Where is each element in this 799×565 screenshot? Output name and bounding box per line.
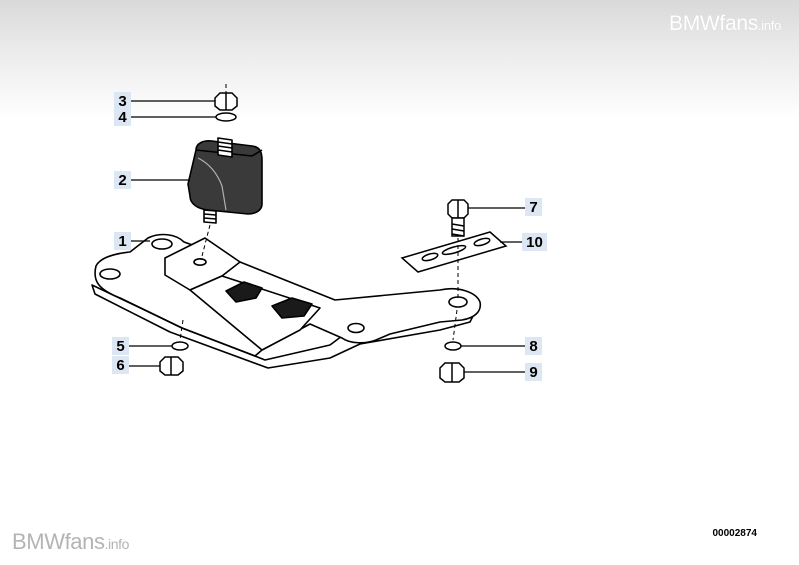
callout-2: 2 bbox=[114, 171, 190, 189]
svg-text:4: 4 bbox=[118, 109, 127, 126]
alignment-line-left bbox=[179, 319, 184, 341]
alignment-line-mount bbox=[200, 224, 211, 261]
callout-10: 10 bbox=[500, 233, 547, 251]
watermark-top-brand: BMWfans bbox=[669, 12, 758, 35]
callout-1: 1 bbox=[114, 232, 150, 250]
header-gradient bbox=[0, 0, 799, 120]
svg-text:10: 10 bbox=[526, 234, 543, 251]
svg-text:5: 5 bbox=[116, 338, 124, 355]
rubber-mount bbox=[187, 137, 263, 224]
right-nut bbox=[439, 362, 465, 383]
bolt bbox=[447, 199, 469, 237]
crossmember-hole bbox=[151, 238, 173, 250]
watermark-top-suffix: .info bbox=[757, 18, 781, 33]
crossmember-hole bbox=[347, 322, 365, 334]
svg-text:9: 9 bbox=[529, 364, 537, 381]
crossmember-cutout bbox=[271, 297, 313, 319]
alignment-line-bolt bbox=[452, 309, 458, 341]
callout-7: 7 bbox=[468, 198, 542, 216]
svg-text:1: 1 bbox=[118, 233, 126, 250]
callout-3: 3 bbox=[114, 92, 215, 110]
crossmember-hole bbox=[448, 296, 468, 308]
callout-6: 6 bbox=[112, 356, 160, 374]
callout-5: 5 bbox=[112, 337, 172, 355]
left-washer bbox=[171, 341, 189, 351]
watermark-bottom-brand: BMWfans bbox=[12, 529, 105, 554]
left-nut bbox=[159, 356, 184, 376]
callout-4: 4 bbox=[114, 108, 216, 126]
top-washer bbox=[215, 112, 237, 122]
callout-9: 9 bbox=[464, 363, 542, 381]
plate bbox=[400, 231, 508, 273]
watermark-top-right: BMWfans.info bbox=[669, 12, 781, 36]
svg-text:6: 6 bbox=[116, 357, 124, 374]
watermark-bottom-left: BMWfans.info bbox=[12, 529, 129, 555]
watermark-bottom-suffix: .info bbox=[104, 536, 130, 552]
svg-text:2: 2 bbox=[118, 172, 126, 189]
crossmember-hole bbox=[99, 268, 121, 280]
right-washer bbox=[444, 341, 462, 351]
callout-8: 8 bbox=[461, 337, 542, 355]
crossmember-hole bbox=[193, 257, 207, 266]
diagram-part-number: 00002874 bbox=[713, 528, 758, 539]
crossmember bbox=[91, 233, 482, 369]
svg-text:8: 8 bbox=[529, 338, 537, 355]
crossmember-cutout bbox=[225, 281, 263, 303]
svg-text:3: 3 bbox=[118, 93, 126, 110]
svg-text:7: 7 bbox=[529, 199, 537, 216]
top-nut bbox=[214, 92, 238, 111]
